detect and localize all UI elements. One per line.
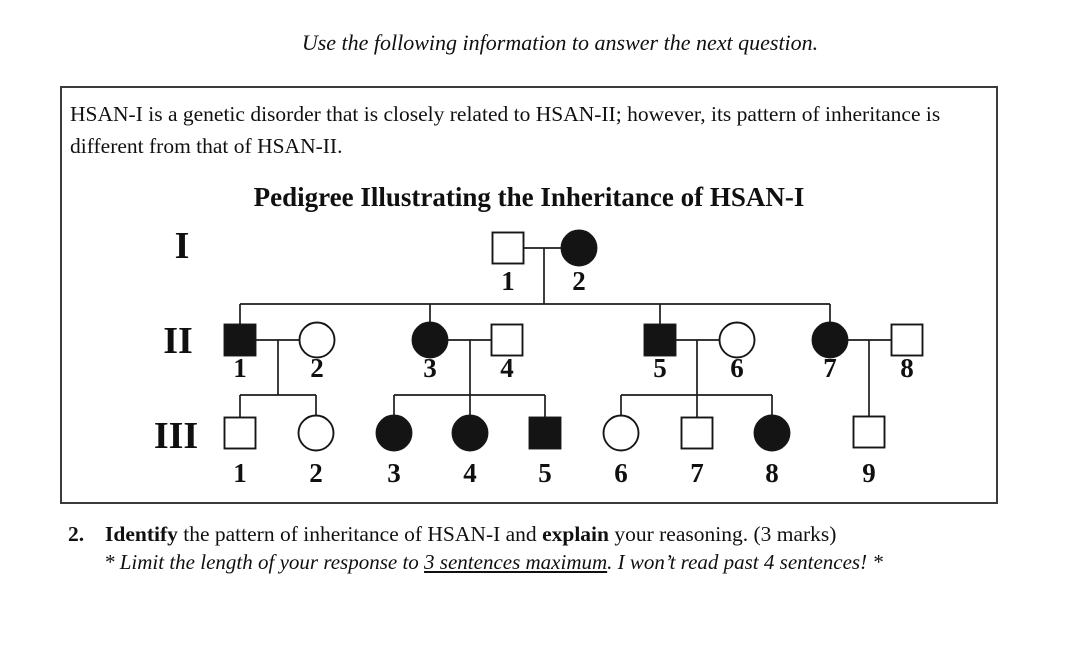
question-bold-explain: explain [542, 522, 609, 546]
instruction-text: Use the following information to answer … [301, 30, 819, 55]
intro-paragraph: HSAN-I is a genetic disorder that is clo… [70, 102, 941, 158]
pedigree-title: Pedigree Illustrating the Inheritance of… [253, 182, 805, 212]
question-text-2: your reasoning. (3 marks) [608, 522, 837, 546]
note-underlined: 3 sentences maximum [424, 550, 608, 574]
question-bold-identify: Identify [105, 522, 178, 546]
question-2: 2. Identify the pattern of inheritance of… [68, 521, 1028, 547]
question-info-box: HSAN-I is a genetic disorder that is clo… [60, 86, 998, 504]
note-post: . I won’t read past 4 sentences! * [607, 550, 883, 574]
question-text-1: the pattern of inheritance of HSAN-I and [177, 522, 543, 546]
note-pre: * Limit the length of your response to [104, 550, 425, 574]
question-note: * Limit the length of your response to 3… [104, 550, 1024, 575]
question-number: 2. [68, 522, 85, 546]
